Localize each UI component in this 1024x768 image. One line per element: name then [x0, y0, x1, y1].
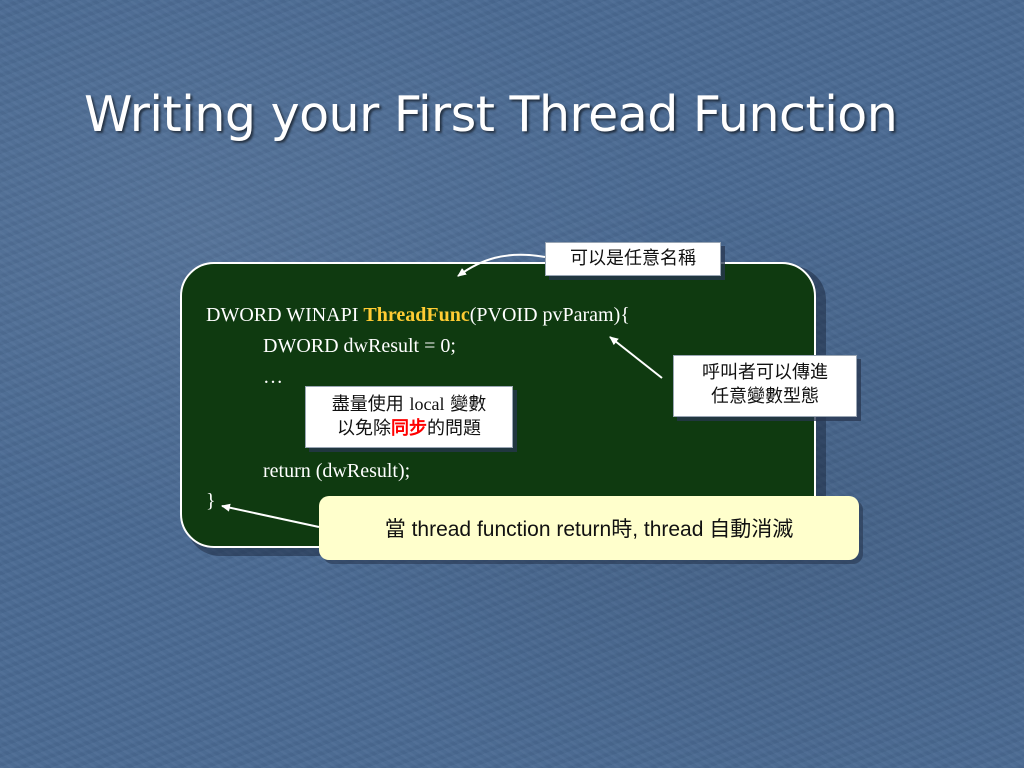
- code-line-declaration: DWORD dwResult = 0;: [263, 335, 456, 357]
- code-line-closing-brace: }: [206, 490, 216, 512]
- callout-param-line2: 任意變數型態: [711, 386, 819, 407]
- callout-local-post: 變數: [444, 394, 487, 415]
- callout-param-line1: 呼叫者可以傳進: [702, 362, 828, 383]
- code-function-name: ThreadFunc: [363, 304, 470, 326]
- callout-sync-highlight: 同步: [391, 418, 427, 439]
- callout-local-en: local: [409, 394, 445, 414]
- callout-sync-post: 的問題: [427, 418, 481, 439]
- callout-local-line1: 盡量使用 local 變數: [306, 392, 512, 417]
- code-line-return: return (dwResult);: [263, 460, 411, 482]
- slide-title: Writing your First Thread Function: [84, 86, 898, 143]
- return-note: 當 thread function return時, thread 自動消滅: [319, 496, 859, 560]
- callout-local-line2: 以免除同步的問題: [306, 417, 512, 441]
- callout-local-pre: 盡量使用: [331, 394, 410, 415]
- code-line-ellipsis: …: [263, 366, 283, 388]
- callout-param-types: 呼叫者可以傳進 任意變數型態: [673, 355, 857, 417]
- code-line-signature: DWORD WINAPI ThreadFunc(PVOID pvParam){: [206, 304, 630, 327]
- code-signature-suffix: (PVOID pvParam){: [469, 304, 630, 326]
- callout-local-vars: 盡量使用 local 變數 以免除同步的問題: [305, 386, 513, 448]
- callout-any-name: 可以是任意名稱: [545, 242, 721, 276]
- code-signature-prefix: DWORD WINAPI: [206, 304, 364, 326]
- callout-sync-pre: 以免除: [337, 418, 391, 439]
